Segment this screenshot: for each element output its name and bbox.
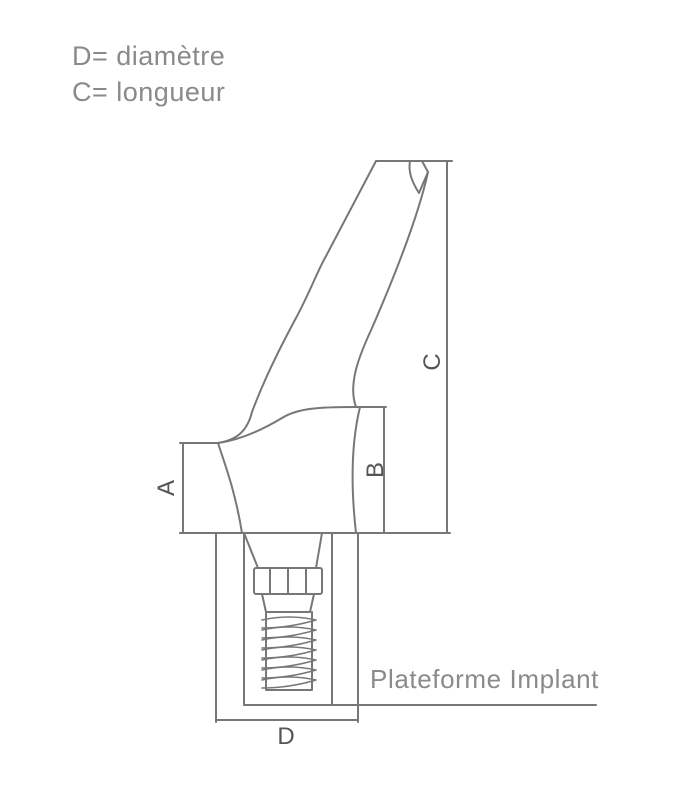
- abutment-outline: [217, 160, 429, 444]
- screw-threads: [261, 616, 317, 689]
- abutment-tip-detail: [408, 160, 429, 194]
- legend-diameter: D= diamètre: [72, 41, 226, 71]
- dim-d-label: D: [277, 723, 294, 750]
- legend: D= diamètre C= longueur: [72, 38, 225, 110]
- legend-length: C= longueur: [72, 77, 226, 107]
- platform-label: Plateforme Implant: [370, 664, 599, 694]
- hex-nut-base: [261, 593, 315, 613]
- abutment-neck: [243, 532, 323, 569]
- dim-c-label: C: [419, 353, 446, 370]
- abutment-shoulder: [217, 406, 361, 534]
- dim-a-label: A: [153, 480, 180, 496]
- dim-b-label: B: [362, 462, 389, 478]
